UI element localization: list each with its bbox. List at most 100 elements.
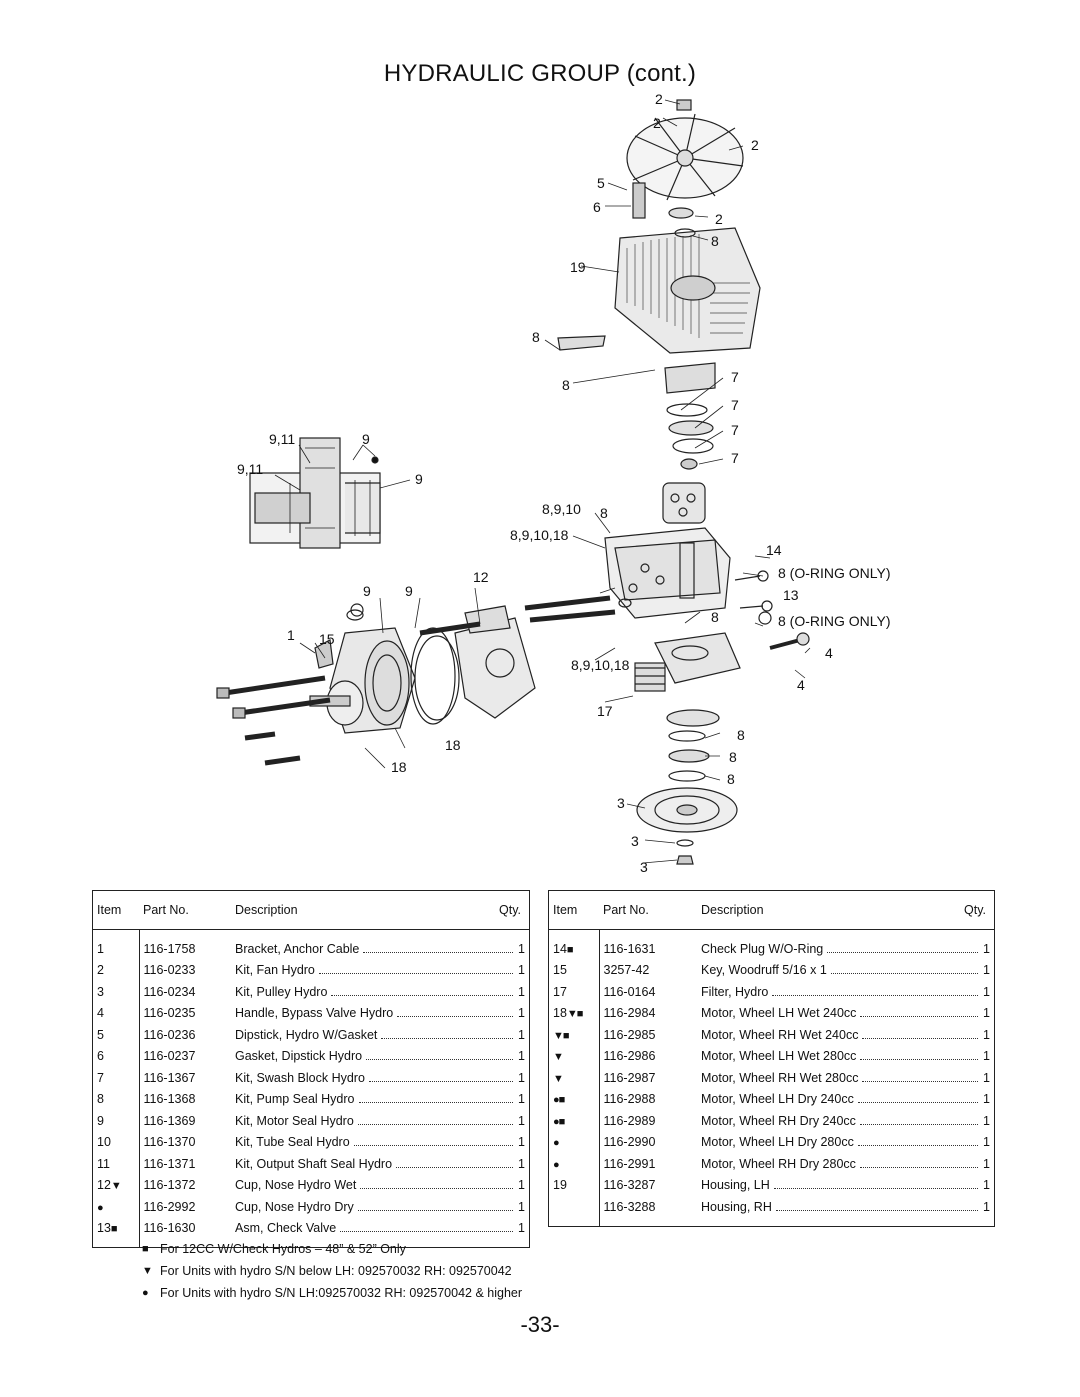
callout-9-11-b: 9,11: [237, 461, 263, 477]
item-cell: ▼: [548, 1045, 600, 1067]
callout-9-d: 9: [405, 583, 413, 599]
part-number: 116-0233: [143, 963, 196, 978]
item-cell: 3: [92, 981, 140, 1003]
center-section-illustration: [604, 527, 773, 619]
part-description: Motor, Wheel LH Dry 240cc: [701, 1092, 854, 1107]
dot-leader: [360, 1188, 513, 1190]
item-cell: 11: [92, 1153, 140, 1175]
callout-9-c: 9: [363, 583, 371, 599]
item-symbol: ▼: [553, 1072, 564, 1085]
dot-leader: [830, 973, 978, 975]
item-number: 9: [97, 1113, 104, 1128]
dot-leader: [318, 973, 513, 975]
pulley-illustration: [636, 787, 738, 865]
dot-leader: [340, 1231, 513, 1233]
part-qty: 1: [983, 941, 990, 956]
part-description: Bracket, Anchor Cable: [235, 941, 360, 956]
item-number: 14: [553, 941, 567, 956]
dot-leader: [381, 1037, 513, 1039]
part-qty: 1: [983, 1113, 990, 1128]
part-qty: 1: [983, 1092, 990, 1107]
part-qty: 1: [983, 1027, 990, 1042]
part-qty: 1: [518, 1092, 525, 1107]
part-description: Dipstick, Hydro W/Gasket: [235, 1027, 378, 1042]
header-description: Description: [231, 890, 477, 930]
dot-leader: [363, 951, 513, 953]
page-number: -33-: [520, 1312, 560, 1337]
dot-leader: [857, 1102, 978, 1104]
callout-14: 14: [766, 542, 782, 558]
item-number: 12: [97, 1178, 111, 1193]
item-number: 6: [97, 1049, 104, 1064]
item-number: 5: [97, 1027, 104, 1042]
item-cell: ●: [548, 1131, 600, 1153]
part-number: 116-0235: [143, 1006, 196, 1021]
bypass-handle-illustration: [758, 611, 810, 650]
item-cell: 8: [92, 1088, 140, 1110]
part-description: Kit, Swash Block Hydro: [235, 1070, 365, 1085]
callout-9-11-a: 9,11: [269, 431, 295, 447]
cutaway-section-illustration: [249, 437, 381, 549]
callout-18-b: 18: [391, 759, 407, 775]
part-number: 116-0236: [143, 1027, 196, 1042]
legend-text: For Units with hydro S/N below LH: 09257…: [160, 1264, 512, 1278]
item-number: 3: [97, 984, 104, 999]
part-qty: 1: [983, 963, 990, 978]
part-description: Cup, Nose Hydro Wet: [235, 1178, 357, 1193]
callout-8-b: 8: [532, 329, 540, 345]
leader-lines: [274, 99, 811, 864]
item-cell: 5: [92, 1024, 140, 1046]
header-qty: Qty.: [942, 890, 995, 930]
dot-leader: [366, 1059, 513, 1061]
swash-block-illustration: [662, 362, 716, 524]
item-symbol: ▼■: [553, 1029, 570, 1042]
description-cell: Motor, Wheel LH Dry 240cc 1: [697, 1089, 995, 1111]
part-qty: 1: [518, 941, 525, 956]
page-title: HYDRAULIC GROUP (cont.): [383, 60, 697, 87]
dot-leader: [859, 1123, 978, 1125]
callout-1: 1: [287, 627, 295, 643]
header-qty: Qty.: [477, 890, 530, 930]
callout-8-h: 8: [727, 771, 735, 787]
legend-row: ■ For 12CC W/Check Hydros – 48” & 52” On…: [142, 1238, 522, 1260]
part-number: 116-2991: [603, 1156, 656, 1171]
item-cell: 15: [548, 959, 600, 981]
callout-8-e: 8: [711, 609, 719, 625]
item-cell: [548, 1196, 600, 1218]
item-symbol: ●■: [553, 1094, 565, 1107]
legend-row: ● For Units with hydro S/N LH:092570032 …: [142, 1282, 522, 1304]
callout-13: 13: [783, 587, 799, 603]
part-description: Motor, Wheel LH Wet 280cc: [701, 1049, 857, 1064]
part-number: 116-1631: [603, 941, 656, 956]
fan-illustration: [626, 99, 744, 201]
callout-6: 6: [593, 199, 601, 215]
table-header-row: Item Part No. Description Qty.: [92, 890, 530, 930]
callout-3-a: 3: [617, 795, 625, 811]
part-number: 116-2984: [603, 1006, 656, 1021]
callout-8-9-10-18-b: 8,9,10,18: [571, 657, 630, 673]
callout-7-b: 7: [731, 397, 739, 413]
part-description: Asm, Check Valve: [235, 1221, 337, 1236]
part-number: 116-1371: [143, 1156, 196, 1171]
legend-symbol: ●: [142, 1287, 149, 1299]
callout-8-9-10-18-a: 8,9,10,18: [510, 527, 569, 543]
